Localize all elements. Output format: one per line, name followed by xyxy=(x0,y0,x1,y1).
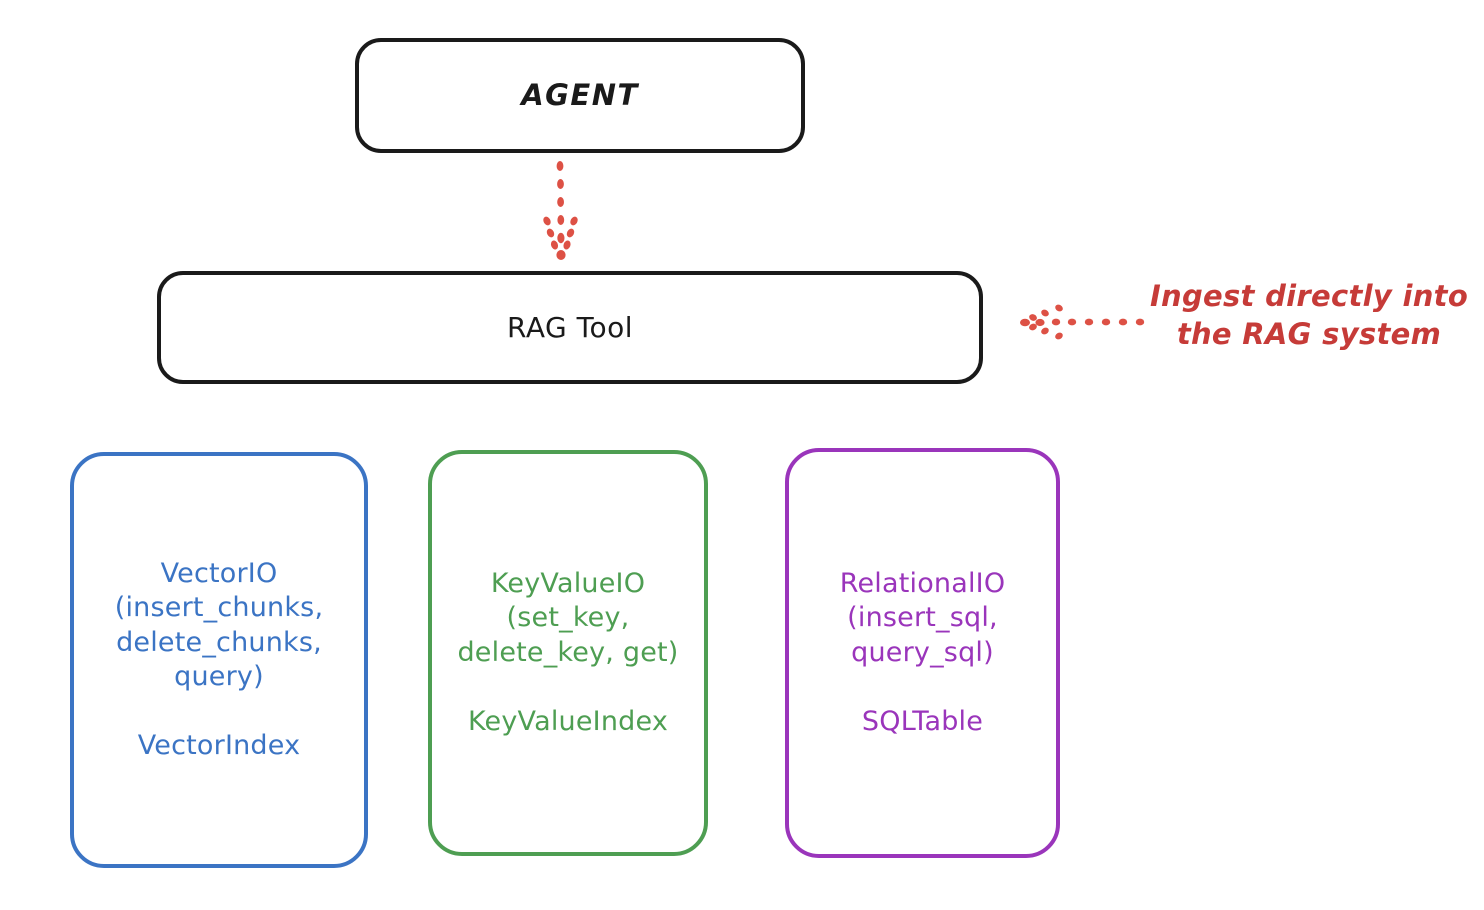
relational-io-api-label: RelationalIO (insert_sql, query_sql) xyxy=(839,567,1006,668)
key-value-io-node[interactable]: KeyValueIO (set_key, delete_key, get) Ke… xyxy=(428,450,708,856)
ingest-into-rag-arrow xyxy=(1020,304,1145,340)
key-value-io-api-label: KeyValueIO (set_key, delete_key, get) xyxy=(457,567,679,668)
key-value-index-label: KeyValueIndex xyxy=(467,705,669,737)
ingest-annotation-text: Ingest directly into the RAG system xyxy=(1149,279,1469,352)
sql-table-label: SQLTable xyxy=(861,705,984,737)
rag-tool-node-label: RAG Tool xyxy=(507,310,633,344)
vector-io-node[interactable]: VectorIO (insert_chunks, delete_chunks, … xyxy=(70,452,368,868)
rag-tool-node[interactable]: RAG Tool xyxy=(157,271,983,384)
agent-node-label: AGENT xyxy=(521,77,639,112)
relational-io-node[interactable]: RelationalIO (insert_sql, query_sql) SQL… xyxy=(785,448,1060,858)
agent-to-rag-tool-arrow xyxy=(543,161,578,260)
vector-index-label: VectorIndex xyxy=(137,729,301,761)
vector-io-api-label: VectorIO (insert_chunks, delete_chunks, … xyxy=(114,557,324,693)
agent-node[interactable]: AGENT xyxy=(355,38,805,153)
